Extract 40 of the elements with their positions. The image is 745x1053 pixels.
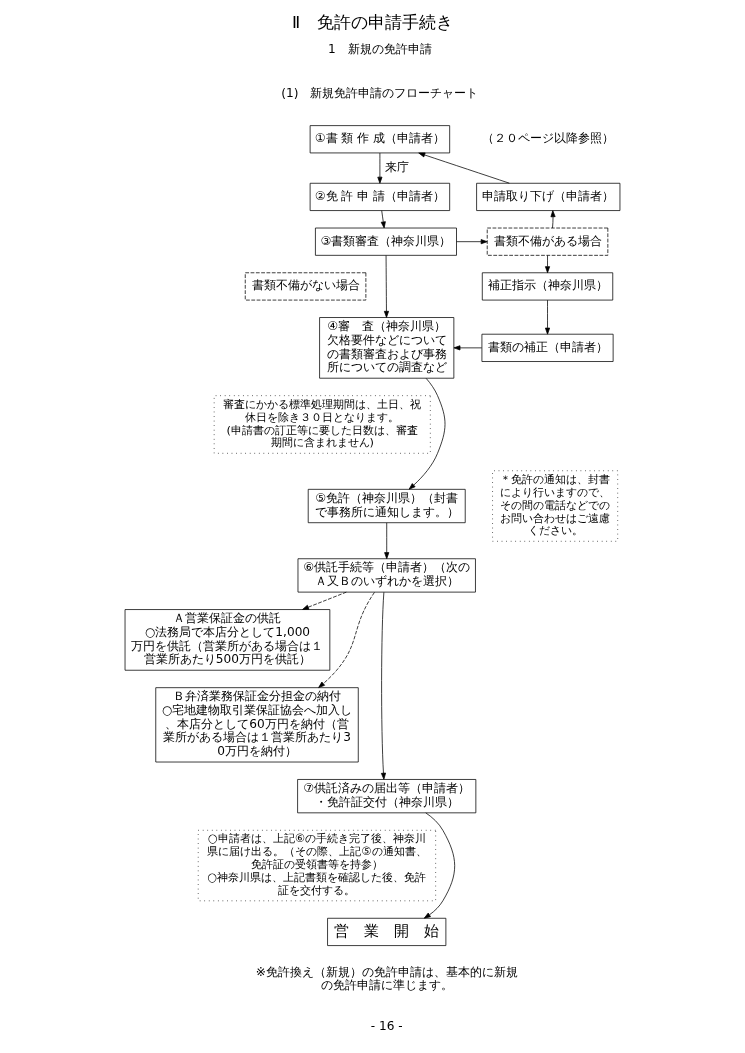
node-box: Ａ営業保証金の供託 ○法務局で本店分として1,000万円を供託（営業所がある場合は１営業所あたり500万円を供託） xyxy=(124,609,331,671)
arrow xyxy=(456,239,488,245)
label: ※免許換え（新規）の免許申請は、基本的に新規の免許申請に準じます。 xyxy=(255,964,518,993)
label: - 16 - xyxy=(370,1019,403,1034)
node-box: 書類不備がある場合 xyxy=(486,227,609,256)
arrow xyxy=(383,255,389,318)
arrow xyxy=(318,591,375,688)
arrow xyxy=(423,812,456,919)
arrow xyxy=(380,210,386,229)
label: (1) 新規免許申請のフローチャート xyxy=(281,86,479,101)
node-box: ⑥供託手続等（申請者）（次のＡ又Ｂのいずれかを選択） xyxy=(297,558,476,593)
arrow xyxy=(377,152,383,184)
arrow xyxy=(550,210,556,229)
node-box: 書類の補正（申請者） xyxy=(481,333,614,362)
arrow xyxy=(418,152,510,184)
node-box: ○申請者は、上記⑥の手続き完了後、神奈川県に届け出る。（その際、上記⑤の通知書、免許証の受領書等を持参） ○神奈川県は、上記書類を確認した後、免許証を交付する。 xyxy=(197,829,437,902)
arrow xyxy=(381,591,386,780)
node-box: 申請取り下げ（申請者） xyxy=(476,182,621,211)
label: （２０ページ以降参照） xyxy=(482,131,615,146)
arrow xyxy=(384,522,390,560)
edge-label: 来庁 xyxy=(385,159,410,174)
node-box: ⑦供託済みの届出等（申請者）・免許証交付（神奈川県） xyxy=(297,779,477,814)
node-box: 書類不備がない場合 xyxy=(244,272,367,301)
node-box: 審査にかかる標準処理期間は、土日、祝休日を除き３０日となります。 (申請書の訂正等に要した日数は、審査期間に含まれません) xyxy=(213,395,431,454)
label: 1 新規の免許申請 xyxy=(328,41,432,56)
node-box: ②免 許 申 請（申請者） xyxy=(309,182,451,211)
node-box: 営 業 開 始 xyxy=(327,917,447,946)
node-box: ①書 類 作 成（申請者） xyxy=(309,125,451,154)
node-box: ＊免許の通知は、封書により行いますので、その間の電話などでのお問い合わせはご遠慮ください。 xyxy=(492,470,619,542)
node-box: ④審 査（神奈川県） 欠格要件などについての書類審査および事務所についての調査など xyxy=(319,317,455,379)
node-box: ③書類審査（神奈川県） xyxy=(315,227,457,256)
arrow xyxy=(453,345,483,351)
diagram-title: Ⅱ 免許の申請手続き xyxy=(291,13,454,33)
arrow xyxy=(408,377,446,490)
arrow xyxy=(545,255,551,274)
node-box: Ｂ弁済業務保証金分担金の納付 ○宅地建物取引業保証協会へ加入し、本店分として60万円を納付（営業所がある場合は１営業所あたり30万円を納付） xyxy=(155,687,359,763)
arrow xyxy=(545,299,551,335)
node-box: ⑤免許（神奈川県）（封書で事務所に通知します。） xyxy=(307,488,466,524)
arrow xyxy=(302,591,347,610)
node-box: 補正指示（神奈川県） xyxy=(481,272,614,301)
